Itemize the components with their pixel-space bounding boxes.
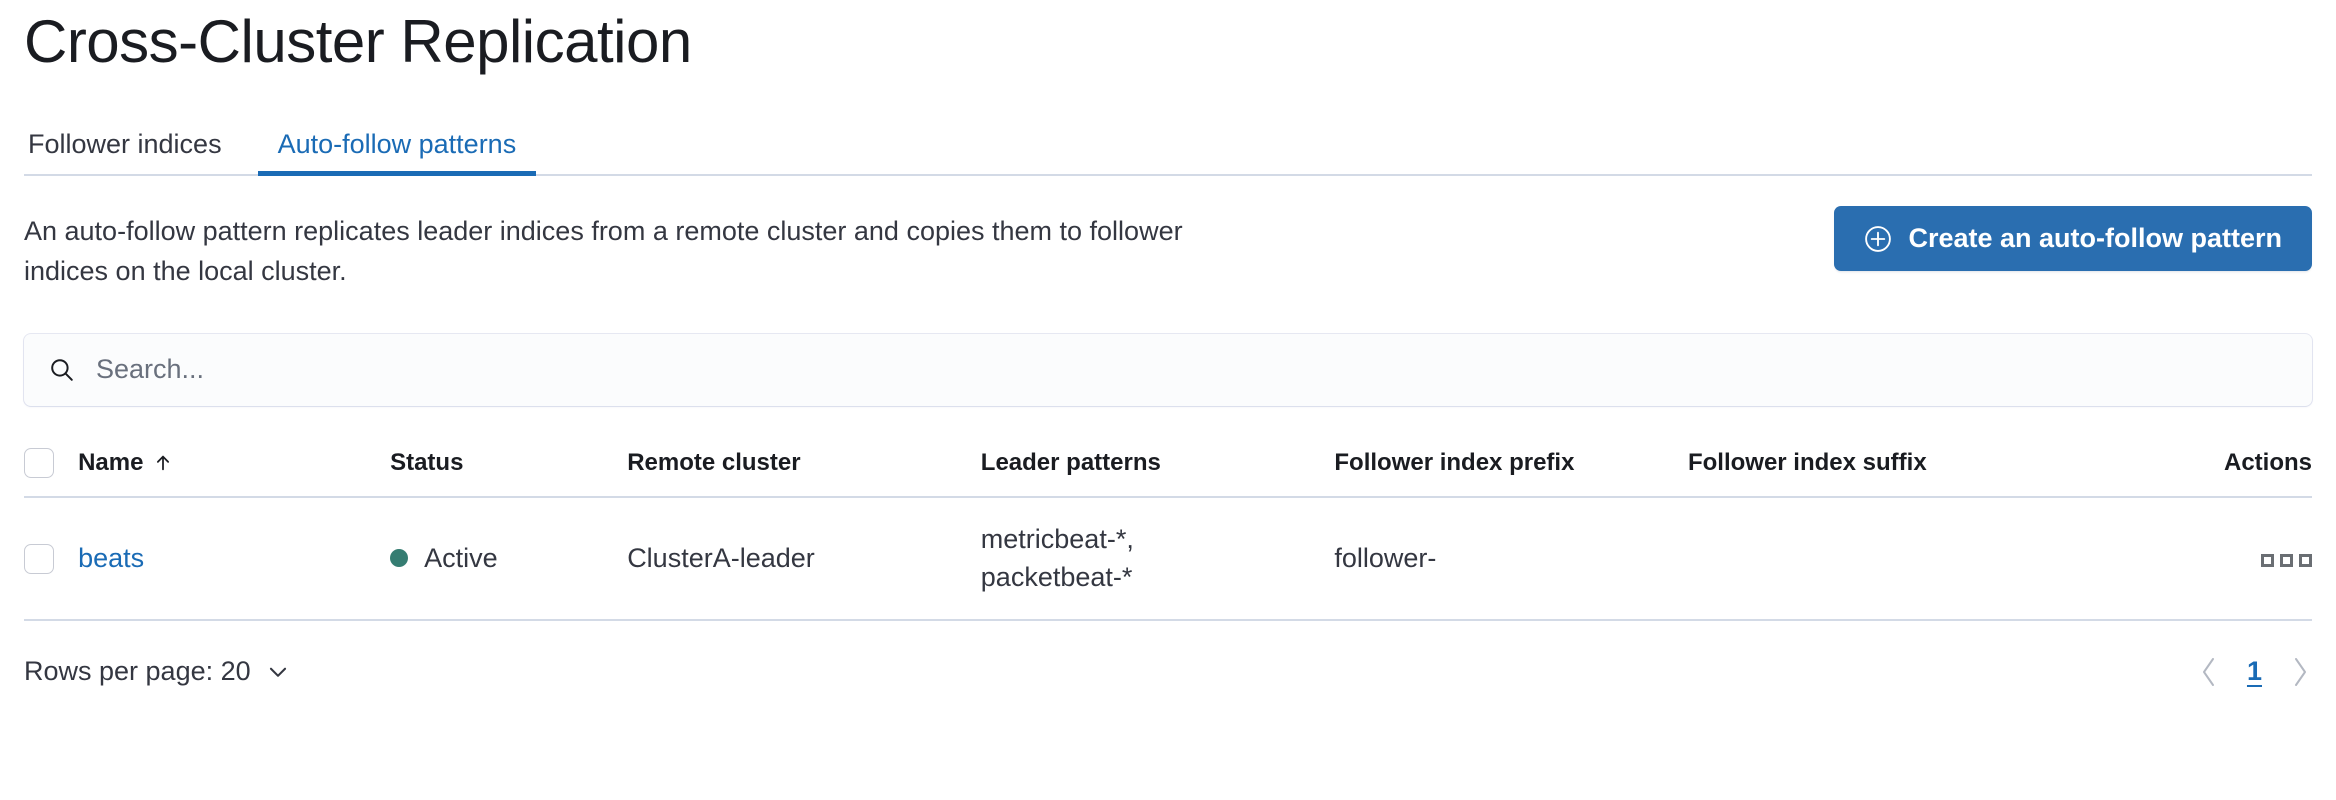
- cell-follower-index-suffix: [1687, 496, 2104, 621]
- search-input[interactable]: [94, 333, 2288, 406]
- status-label: Active: [424, 542, 498, 573]
- cell-name: beats: [78, 496, 391, 621]
- column-header-follower-index-prefix[interactable]: Follower index prefix: [1334, 433, 1688, 498]
- cell-status: Active: [390, 496, 628, 621]
- ellipsis-dot-1: [2261, 553, 2274, 567]
- create-auto-follow-pattern-label: Create an auto-follow pattern: [1908, 223, 2282, 253]
- table-footer: Rows per page: 20 1: [24, 655, 2312, 689]
- sort-up-arrow-icon: [152, 452, 174, 474]
- tab-auto-follow-patterns[interactable]: Auto-follow patterns: [257, 129, 536, 176]
- select-all-header: [24, 433, 79, 498]
- select-all-checkbox[interactable]: [24, 447, 54, 478]
- rows-per-page-label: Rows per page: 20: [24, 656, 251, 687]
- pagination: 1: [2197, 655, 2312, 689]
- cell-remote-cluster: ClusterA-leader: [627, 496, 981, 621]
- ellipsis-actions-icon[interactable]: [2261, 550, 2312, 571]
- column-header-name-label: Name: [78, 448, 144, 476]
- chevron-down-icon: [265, 659, 291, 685]
- chevron-right-icon[interactable]: [2288, 655, 2312, 689]
- tab-follower-indices[interactable]: Follower indices: [24, 131, 226, 176]
- row-select-checkbox[interactable]: [24, 544, 54, 575]
- intro-row: An auto-follow pattern replicates leader…: [24, 206, 2312, 292]
- ellipsis-dot-3: [2299, 553, 2312, 567]
- auto-follow-patterns-table: Name Status Remote cluster Leader patter…: [24, 433, 2312, 621]
- column-header-status[interactable]: Status: [390, 433, 628, 498]
- pattern-name-link[interactable]: beats: [78, 542, 145, 573]
- cell-leader-patterns: metricbeat-*, packetbeat-*: [980, 496, 1335, 621]
- tab-auto-follow-patterns-label: Auto-follow patterns: [277, 129, 517, 159]
- column-header-name[interactable]: Name: [78, 433, 391, 498]
- search-bar[interactable]: [24, 333, 2312, 406]
- table-header-row: Name Status Remote cluster Leader patter…: [24, 433, 2312, 498]
- page-title: Cross-Cluster Replication: [24, 8, 692, 75]
- plus-in-circle-icon: [1864, 225, 1892, 253]
- create-auto-follow-pattern-button[interactable]: Create an auto-follow pattern: [1834, 206, 2312, 271]
- column-header-leader-patterns[interactable]: Leader patterns: [980, 433, 1335, 498]
- status-dot-icon: [390, 549, 409, 568]
- intro-description: An auto-follow pattern replicates leader…: [24, 216, 1183, 286]
- leader-pattern-line-2: packetbeat-*: [980, 562, 1133, 593]
- ellipsis-dot-2: [2280, 553, 2293, 567]
- leader-pattern-line-1: metricbeat-*,: [980, 523, 1134, 554]
- row-select-cell: [24, 496, 79, 621]
- search-icon: [48, 356, 76, 384]
- tab-follower-indices-label: Follower indices: [28, 129, 222, 159]
- table-row: beats Active ClusterA-leader metricbeat-…: [24, 496, 2312, 621]
- rows-per-page-selector[interactable]: Rows per page: 20: [24, 656, 291, 687]
- chevron-left-icon[interactable]: [2197, 655, 2221, 689]
- pagination-page-1[interactable]: 1: [2246, 656, 2262, 687]
- column-header-actions: Actions: [2103, 433, 2312, 498]
- cell-actions: [2103, 496, 2312, 621]
- cell-follower-index-prefix: follower-: [1334, 496, 1688, 621]
- column-header-remote-cluster[interactable]: Remote cluster: [627, 433, 981, 498]
- tab-bar: Follower indices Auto-follow patterns: [24, 114, 2312, 176]
- column-header-follower-index-suffix[interactable]: Follower index suffix: [1687, 433, 2104, 498]
